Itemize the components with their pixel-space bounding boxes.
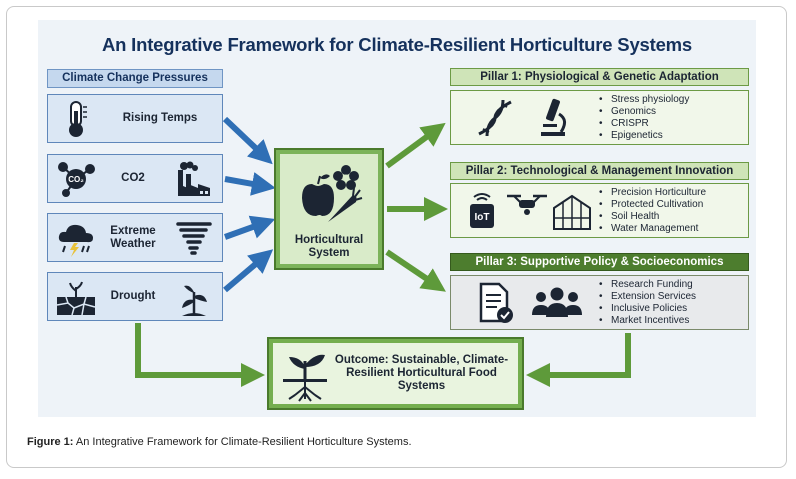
- climate-pressures-header: Climate Change Pressures: [47, 69, 223, 88]
- bullet-item: Precision Horticulture: [599, 187, 706, 199]
- outcome-label: Outcome: Sustainable, Climate-Resilient …: [334, 354, 509, 392]
- pillar2-header: Pillar 2: Technological & Management Inn…: [450, 162, 749, 180]
- pillar2-bullets: Precision Horticulture Protected Cultiva…: [599, 187, 706, 235]
- storm-cloud-icon: [58, 224, 93, 257]
- factory-icon: [178, 161, 210, 196]
- co2-text: CO₂: [68, 175, 84, 184]
- thermometer-icon: [69, 101, 87, 137]
- pressure-label: Rising Temps: [122, 112, 198, 124]
- iot-sensor-icon: IoT: [470, 193, 494, 228]
- pressure-label: Drought: [110, 290, 156, 302]
- arrow-drought-to-outcome: [135, 323, 265, 387]
- greenhouse-icon: [553, 194, 591, 230]
- arrow-drought-to-center: [223, 249, 274, 293]
- outcome-inner: Outcome: Sustainable, Climate-Resilient …: [273, 343, 518, 404]
- pressure-box-extreme-weather: Extreme Weather: [47, 213, 223, 262]
- diagram-figure: An Integrative Framework for Climate-Res…: [38, 20, 756, 417]
- arrow-co2-to-center: [224, 172, 276, 196]
- cracked-earth-icon: [56, 281, 96, 316]
- bullet-item: Genomics: [599, 106, 689, 118]
- diagram-title: An Integrative Framework for Climate-Res…: [101, 34, 693, 55]
- caption-prefix: Figure 1:: [27, 436, 74, 448]
- pressure-box-drought: Drought: [47, 272, 223, 321]
- arrow-center-to-pillar3: [385, 249, 446, 292]
- horticultural-system-inner: Horticultural System: [280, 154, 378, 264]
- iot-label: IoT: [475, 212, 490, 223]
- caption-text: An Integrative Framework for Climate-Res…: [73, 436, 412, 448]
- arrow-center-to-pillar1: [385, 122, 446, 169]
- horticultural-system-label: Horticultural System: [294, 234, 364, 259]
- arrow-pillar3-to-outcome: [526, 333, 631, 387]
- pressure-label: CO2: [121, 172, 145, 184]
- figure-caption: Figure 1: An Integrative Framework for C…: [27, 436, 412, 448]
- horticultural-system-box: Horticultural System: [274, 148, 384, 270]
- microscope-icon: [541, 98, 566, 136]
- dna-icon: [478, 99, 512, 137]
- pillar3-box: Research Funding Extension Services Incl…: [450, 275, 749, 330]
- bullet-item: Stress physiology: [599, 94, 689, 106]
- pillar1-bullets: Stress physiology Genomics CRISPR Epigen…: [599, 94, 689, 142]
- bullet-item: Water Management: [599, 223, 706, 235]
- pressure-box-co2: CO₂ CO2: [47, 154, 223, 203]
- arrow-temps-to-center: [222, 116, 273, 165]
- arrows-layer: [135, 116, 631, 387]
- pillar2-box: IoT Precision Horticulture Protected Cul…: [450, 183, 749, 238]
- bullet-item: Market Incentives: [599, 315, 696, 327]
- pillar1-header: Pillar 1: Physiological & Genetic Adapta…: [450, 68, 749, 86]
- bullet-item: Soil Health: [599, 211, 706, 223]
- bullet-item: Protected Cultivation: [599, 199, 706, 211]
- bullet-item: CRISPR: [599, 118, 689, 130]
- people-group-icon: [532, 287, 582, 317]
- bullet-item: Epigenetics: [599, 130, 689, 142]
- pressure-label: Extreme Weather: [110, 224, 156, 250]
- tornado-icon: [176, 222, 212, 255]
- pillar3-bullets: Research Funding Extension Services Incl…: [599, 279, 696, 327]
- drone-icon: [507, 194, 547, 215]
- arrow-weather-to-center: [223, 215, 276, 240]
- wilting-plant-icon: [182, 285, 207, 316]
- bullet-item: Research Funding: [599, 279, 696, 291]
- bullet-item: Extension Services: [599, 291, 696, 303]
- sprout-roots-icon: [283, 354, 327, 402]
- document-check-icon: [479, 282, 513, 323]
- outcome-box: Outcome: Sustainable, Climate-Resilient …: [267, 337, 524, 410]
- pillar3-header: Pillar 3: Supportive Policy & Socioecono…: [450, 253, 749, 271]
- pressure-box-rising-temps: Rising Temps: [47, 94, 223, 143]
- co2-molecule-icon: CO₂: [58, 162, 95, 197]
- apple-carrot-flower-icon: [302, 165, 363, 222]
- bullet-item: Inclusive Policies: [599, 303, 696, 315]
- pillar1-box: Stress physiology Genomics CRISPR Epigen…: [450, 90, 749, 145]
